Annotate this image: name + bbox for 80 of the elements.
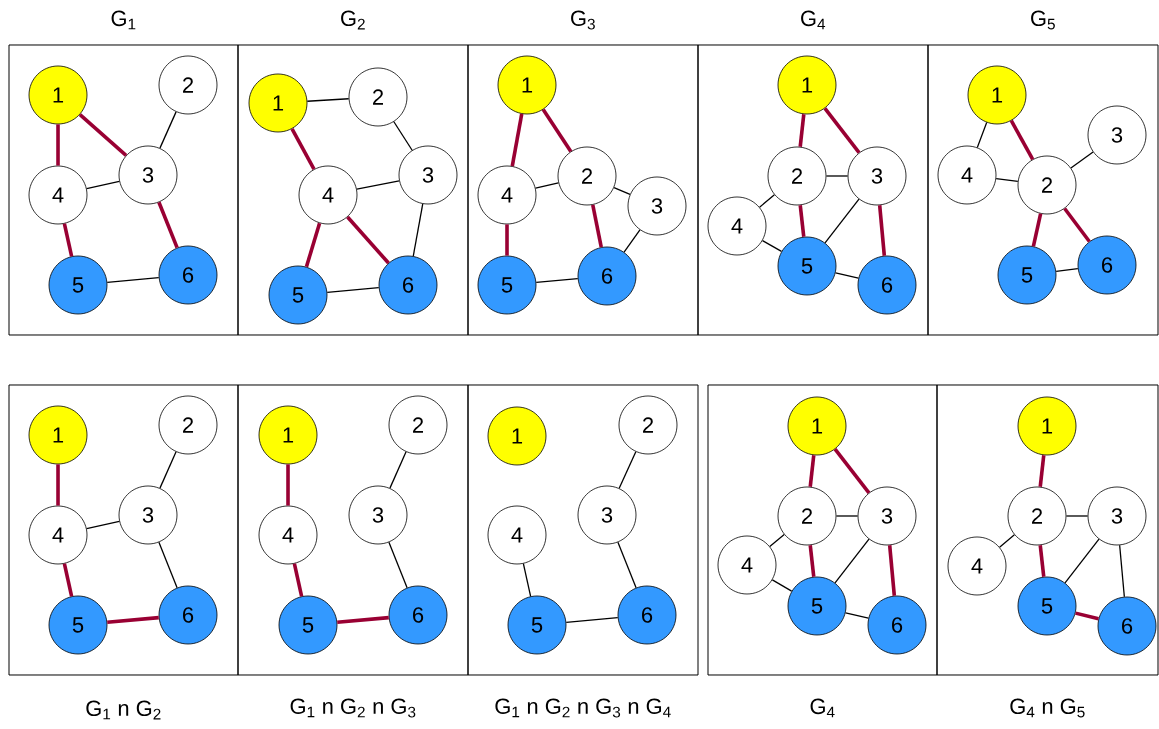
panel-title: G$_{1}$ n G$_{2}$ n G$_{3}$ n G$_{4}$	[495, 698, 671, 718]
edge-line	[326, 287, 380, 293]
edge-line	[623, 229, 641, 253]
edge-line	[535, 278, 579, 283]
edge-line	[1064, 538, 1100, 584]
thick-edge	[1031, 213, 1043, 247]
thick-edge	[56, 124, 60, 166]
thick-edge	[505, 224, 509, 256]
thick-edge	[823, 107, 861, 154]
edge-line	[824, 198, 860, 244]
thick-edge	[107, 615, 159, 625]
thick-edge	[808, 455, 816, 487]
edge-line	[106, 277, 160, 283]
edge-line	[306, 98, 350, 102]
edge-line	[834, 272, 860, 279]
edge-line	[758, 194, 776, 208]
thick-edge	[290, 127, 316, 171]
thick-edge	[157, 201, 179, 249]
edge-line	[1065, 515, 1089, 517]
edge-line	[771, 579, 793, 592]
panel-title: G$_{4}$	[810, 698, 835, 718]
thick-edge	[887, 545, 897, 596]
edge-line	[86, 180, 120, 190]
panel-title: G$_{1}$ n G$_{2}$	[86, 700, 161, 720]
edge-line	[617, 541, 637, 589]
thick-edge	[591, 204, 603, 248]
panel-title: G$_{4}$	[801, 10, 826, 30]
thick-edge	[1038, 545, 1046, 577]
edge-line	[834, 538, 870, 584]
edge-line	[1119, 544, 1125, 598]
edge-line	[1070, 151, 1094, 169]
edge-line	[565, 617, 619, 623]
panel-title: G$_{2}$	[341, 10, 365, 30]
thick-edge	[346, 215, 390, 265]
panel-title: G$_{3}$	[571, 10, 595, 30]
thick-edge	[798, 114, 806, 147]
edge-line	[761, 239, 783, 253]
thick-edge	[62, 563, 74, 597]
edge-line	[618, 451, 637, 489]
edge-line	[389, 451, 407, 489]
edge-line	[393, 121, 413, 151]
edge-line	[835, 515, 859, 517]
edge-line	[534, 182, 560, 189]
panel-title: G$_{1}$	[111, 10, 136, 30]
edge-line	[522, 563, 532, 597]
edge-line	[86, 520, 120, 530]
thick-edge	[541, 108, 573, 153]
thick-edge	[1009, 119, 1035, 161]
thick-edge	[808, 545, 816, 577]
edge-line	[998, 534, 1016, 548]
panel-title: G$_{1}$ n G$_{2}$ n G$_{3}$	[290, 698, 416, 718]
thick-edge	[286, 464, 290, 506]
edge-line	[159, 111, 177, 149]
thick-edge	[56, 464, 60, 506]
edge-line	[995, 178, 1019, 182]
edge-line	[825, 175, 849, 177]
thick-edge	[798, 205, 806, 237]
thick-edge	[337, 615, 389, 625]
edge-line	[976, 121, 988, 149]
thick-edge	[1063, 207, 1091, 243]
thick-edge	[292, 563, 304, 597]
edge-line	[388, 541, 408, 589]
thick-edge	[304, 222, 322, 268]
edge-line	[159, 451, 177, 489]
thick-edge	[1075, 611, 1099, 621]
edge-line	[158, 541, 178, 589]
edge-line	[613, 186, 631, 196]
thick-edge	[78, 113, 128, 157]
edge-line	[412, 203, 424, 257]
panel-title: G$_{4}$ n G$_{5}$	[1010, 698, 1085, 718]
thick-edge	[1038, 455, 1046, 487]
thick-edge	[833, 448, 871, 494]
thick-edge	[62, 223, 74, 257]
thick-edge	[877, 205, 887, 256]
thick-edge	[510, 113, 524, 167]
edge-line	[769, 533, 785, 548]
edge-line	[1055, 268, 1079, 272]
edge-line	[356, 180, 400, 190]
panel-title: G$_{5}$	[1031, 10, 1055, 30]
edge-line	[844, 612, 870, 619]
